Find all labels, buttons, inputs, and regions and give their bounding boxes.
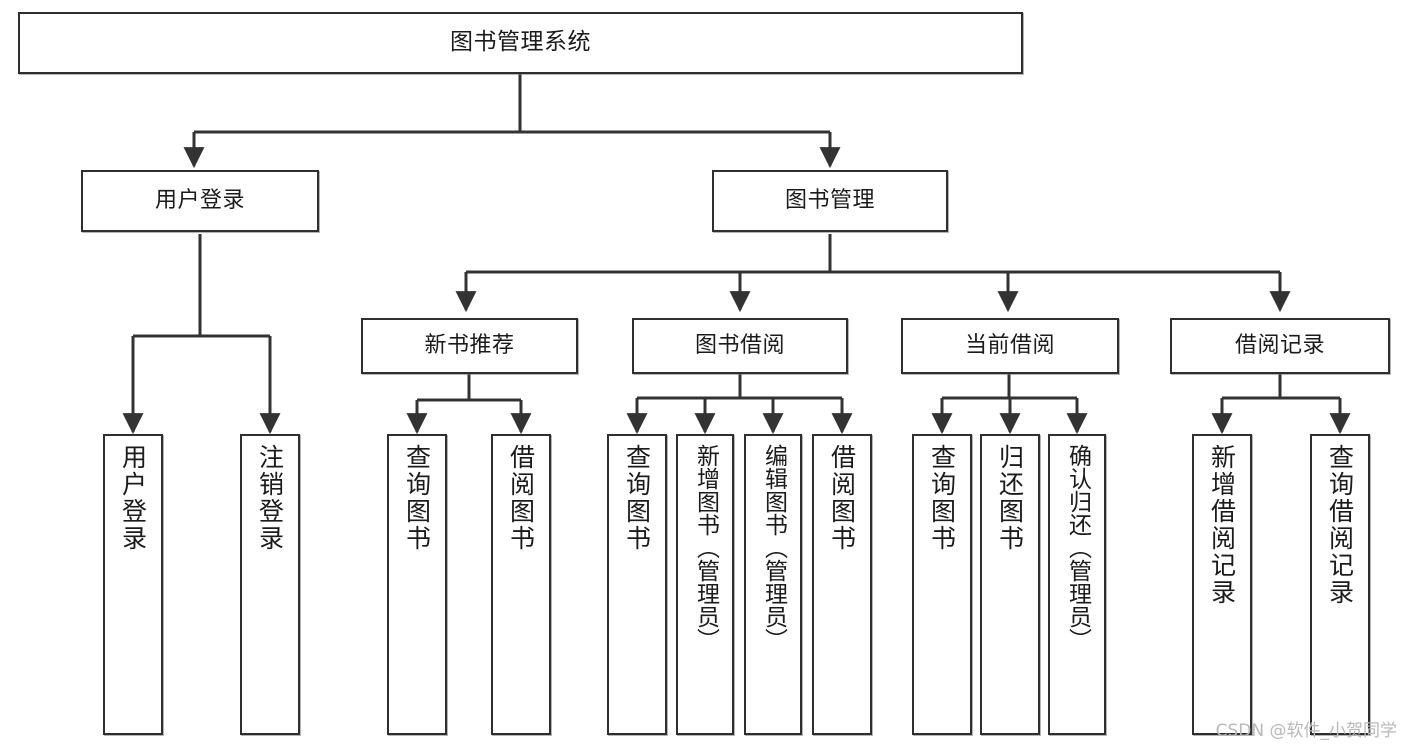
node-label: 查询图书	[622, 444, 652, 552]
node-label: 注销登录	[255, 444, 285, 552]
node-label: 归还图书	[995, 444, 1025, 552]
node-user-login[interactable]: 用户登录	[81, 170, 319, 232]
node-leaf-edit-book[interactable]: 编辑图书（管理员）	[744, 434, 802, 735]
node-label: 编辑图书（管理员）	[760, 444, 787, 651]
node-leaf-add-record[interactable]: 新增借阅记录	[1192, 434, 1252, 735]
node-leaf-return-book[interactable]: 归还图书	[980, 434, 1040, 735]
node-label: 查询图书	[402, 444, 432, 552]
node-leaf-user-logout[interactable]: 注销登录	[240, 434, 300, 735]
node-label: 确认归还（管理员）	[1064, 444, 1091, 651]
node-leaf-query-record[interactable]: 查询借阅记录	[1310, 434, 1370, 735]
node-label: 查询借阅记录	[1325, 444, 1355, 606]
node-label: 图书借阅	[694, 332, 785, 358]
node-label: 图书管理系统	[450, 29, 591, 56]
node-current-borrow[interactable]: 当前借阅	[901, 318, 1119, 374]
node-leaf-query-book-b[interactable]: 查询图书	[607, 434, 667, 735]
node-new-book-recommend[interactable]: 新书推荐	[361, 318, 578, 374]
node-leaf-add-book[interactable]: 新增图书（管理员）	[676, 434, 734, 735]
node-leaf-borrow-book-a[interactable]: 借阅图书	[491, 434, 551, 735]
node-label: 借阅记录	[1234, 332, 1325, 358]
node-label: 新书推荐	[424, 332, 515, 358]
node-label: 借阅图书	[506, 444, 536, 552]
node-leaf-borrow-book-b[interactable]: 借阅图书	[812, 434, 872, 735]
node-book-manage[interactable]: 图书管理	[712, 170, 948, 232]
node-leaf-query-book-a[interactable]: 查询图书	[387, 434, 447, 735]
node-leaf-user-login[interactable]: 用户登录	[103, 434, 163, 735]
node-leaf-query-book-c[interactable]: 查询图书	[912, 434, 972, 735]
node-label: 用户登录	[154, 187, 245, 213]
node-label: 新增借阅记录	[1207, 444, 1237, 606]
node-book-borrow[interactable]: 图书借阅	[632, 318, 848, 374]
node-label: 借阅图书	[827, 444, 857, 552]
node-label: 图书管理	[784, 187, 875, 213]
node-label: 查询图书	[927, 444, 957, 552]
node-root-system[interactable]: 图书管理系统	[18, 12, 1023, 74]
node-borrow-record[interactable]: 借阅记录	[1170, 318, 1390, 374]
node-label: 用户登录	[118, 444, 148, 552]
node-label: 当前借阅	[964, 332, 1055, 358]
node-leaf-confirm-return[interactable]: 确认归还（管理员）	[1048, 434, 1106, 735]
node-label: 新增图书（管理员）	[692, 444, 719, 651]
